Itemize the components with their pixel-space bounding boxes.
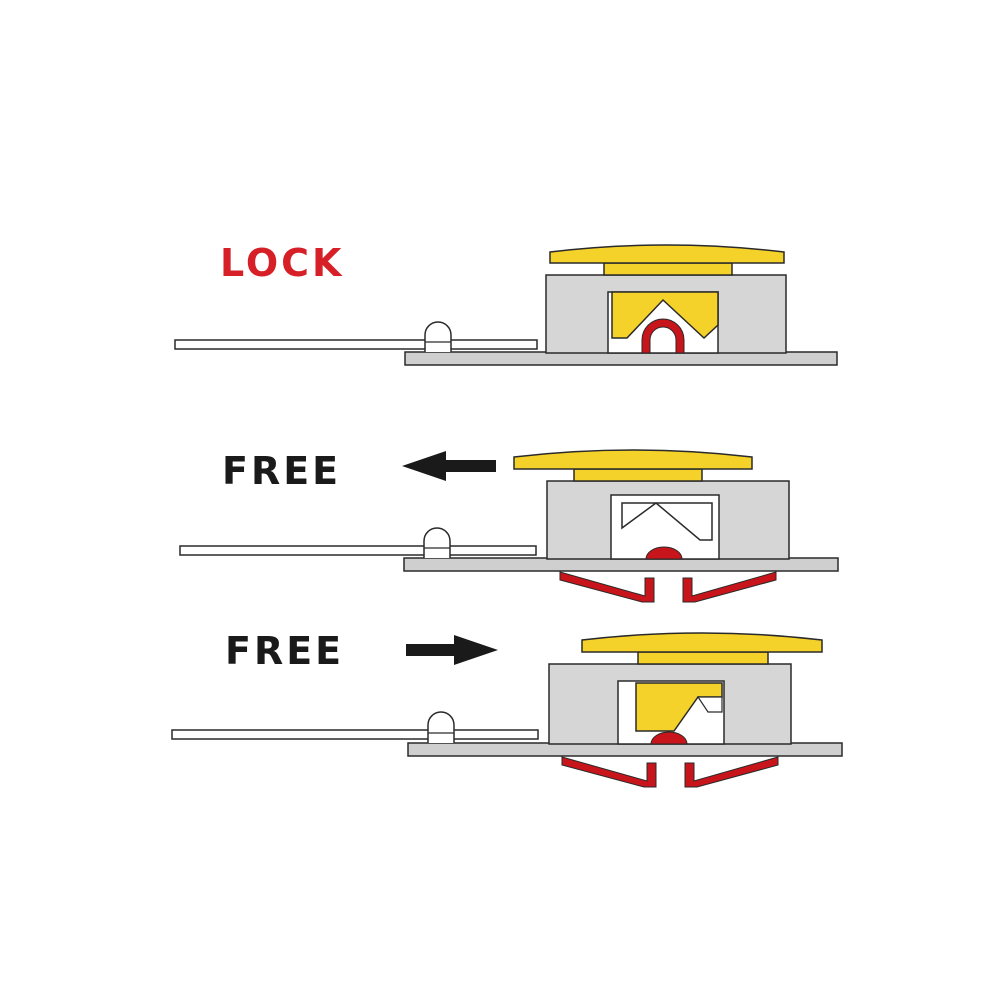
free-label-left: FREE — [222, 449, 342, 493]
slider-cap — [549, 244, 785, 264]
lock-label: LOCK — [220, 241, 345, 285]
panel-lock — [174, 244, 838, 366]
wire — [179, 545, 537, 556]
base-plate — [407, 742, 843, 757]
free-label-right: FREE — [225, 629, 345, 673]
pin — [423, 527, 451, 558]
pin — [424, 321, 452, 352]
base-plate — [403, 557, 839, 572]
pin — [427, 711, 455, 743]
latch — [621, 502, 713, 541]
arrow-right-icon — [406, 635, 498, 665]
cap-stem — [603, 262, 733, 276]
latch-notch — [696, 696, 723, 713]
spring — [641, 318, 685, 354]
cap-stem — [573, 468, 703, 482]
wire — [174, 339, 538, 350]
base-plate — [404, 351, 838, 366]
spring-bump — [645, 546, 683, 560]
panel-free-right — [171, 632, 843, 788]
arrow-left-icon — [402, 451, 496, 481]
spring — [559, 571, 777, 603]
panel-free-left — [179, 449, 839, 603]
wire — [171, 729, 539, 740]
spring-bump — [650, 731, 688, 745]
latch — [611, 291, 719, 340]
slider-cap — [513, 449, 753, 470]
spring — [561, 756, 779, 788]
slider-cap — [581, 632, 823, 653]
cap-stem — [637, 651, 769, 665]
